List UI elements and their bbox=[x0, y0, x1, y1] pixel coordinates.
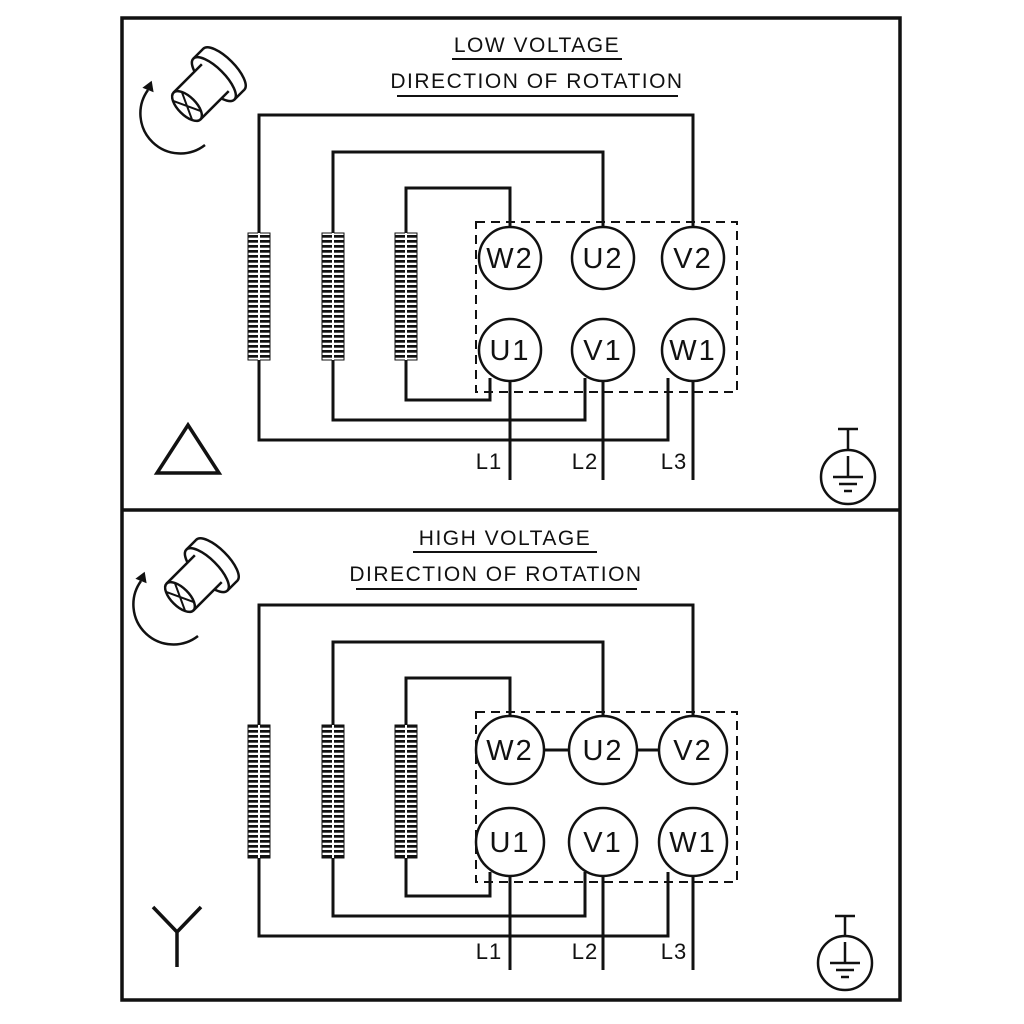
low-voltage-panel: LOW VOLTAGE DIRECTION OF ROTATION bbox=[139, 34, 877, 506]
terminal-box bbox=[475, 221, 738, 393]
rotation-arrow-icon bbox=[132, 571, 199, 646]
line-label-l2: L2 bbox=[572, 939, 598, 964]
terminal-label: V1 bbox=[583, 827, 622, 859]
panel-subtitle: DIRECTION OF ROTATION bbox=[390, 70, 683, 93]
terminal-label: U1 bbox=[489, 335, 530, 367]
terminal-v1: V1 bbox=[570, 317, 636, 383]
terminal-label: V2 bbox=[673, 735, 712, 767]
wire bbox=[257, 858, 670, 938]
winding-coils bbox=[247, 232, 418, 361]
line-label-l3: L3 bbox=[661, 449, 687, 474]
terminals: W2 U2 V2 U1 V1 W1 bbox=[477, 225, 726, 383]
terminal-label: V2 bbox=[673, 243, 712, 275]
terminal-v1: V1 bbox=[567, 806, 639, 878]
wires bbox=[257, 603, 695, 970]
terminal-w2: W2 bbox=[477, 225, 543, 291]
line-label-l2: L2 bbox=[572, 449, 598, 474]
terminals: W2 U2 V2 U1 V1 W1 bbox=[474, 714, 729, 878]
wire bbox=[257, 603, 695, 725]
wire bbox=[404, 858, 492, 898]
wire bbox=[404, 360, 492, 402]
winding-coils bbox=[247, 724, 418, 859]
terminal-label: W2 bbox=[486, 735, 534, 767]
winding-coil bbox=[247, 232, 271, 361]
motor-shaft-icon bbox=[132, 537, 240, 646]
wires bbox=[257, 113, 695, 480]
terminal-u1: U1 bbox=[477, 317, 543, 383]
winding-coil bbox=[394, 724, 418, 859]
terminal-u2: U2 bbox=[567, 714, 639, 786]
panel-subtitle: DIRECTION OF ROTATION bbox=[349, 563, 642, 586]
terminal-v2: V2 bbox=[660, 225, 726, 291]
terminal-u1: U1 bbox=[474, 806, 546, 878]
wire bbox=[331, 150, 605, 233]
earth-ground-icon bbox=[816, 914, 874, 992]
panel-title: HIGH VOLTAGE bbox=[419, 527, 591, 550]
high-voltage-panel: HIGH VOLTAGE DIRECTION OF ROTATION bbox=[132, 527, 874, 992]
terminal-u2: U2 bbox=[570, 225, 636, 291]
terminal-w1: W1 bbox=[660, 317, 726, 383]
wire bbox=[404, 186, 512, 233]
terminal-label: V1 bbox=[583, 335, 622, 367]
rotation-arrow-icon bbox=[139, 80, 206, 155]
star-symbol-icon bbox=[151, 905, 203, 967]
line-label-l1: L1 bbox=[476, 939, 502, 964]
wire bbox=[331, 360, 587, 422]
terminal-box bbox=[475, 711, 738, 883]
wire bbox=[404, 676, 512, 725]
winding-coil bbox=[321, 232, 345, 361]
terminal-label: W1 bbox=[669, 827, 717, 859]
wire bbox=[331, 858, 587, 918]
terminal-label: W1 bbox=[669, 335, 717, 367]
wire bbox=[331, 640, 605, 725]
motor-shaft-icon bbox=[139, 46, 247, 155]
earth-ground-icon bbox=[819, 427, 877, 506]
wire bbox=[257, 113, 695, 233]
terminal-label: U1 bbox=[489, 827, 530, 859]
winding-coil bbox=[247, 724, 271, 859]
panel-title: LOW VOLTAGE bbox=[454, 34, 620, 57]
terminal-label: U2 bbox=[582, 243, 623, 275]
terminal-label: U2 bbox=[582, 735, 623, 767]
terminal-w1: W1 bbox=[657, 806, 729, 878]
line-label-l3: L3 bbox=[661, 939, 687, 964]
winding-coil bbox=[394, 232, 418, 361]
terminal-w2: W2 bbox=[474, 714, 546, 786]
terminal-v2: V2 bbox=[657, 714, 729, 786]
terminal-label: W2 bbox=[486, 243, 534, 275]
wire bbox=[257, 360, 670, 442]
winding-coil bbox=[321, 724, 345, 859]
delta-symbol-icon bbox=[153, 421, 223, 475]
line-label-l1: L1 bbox=[476, 449, 502, 474]
